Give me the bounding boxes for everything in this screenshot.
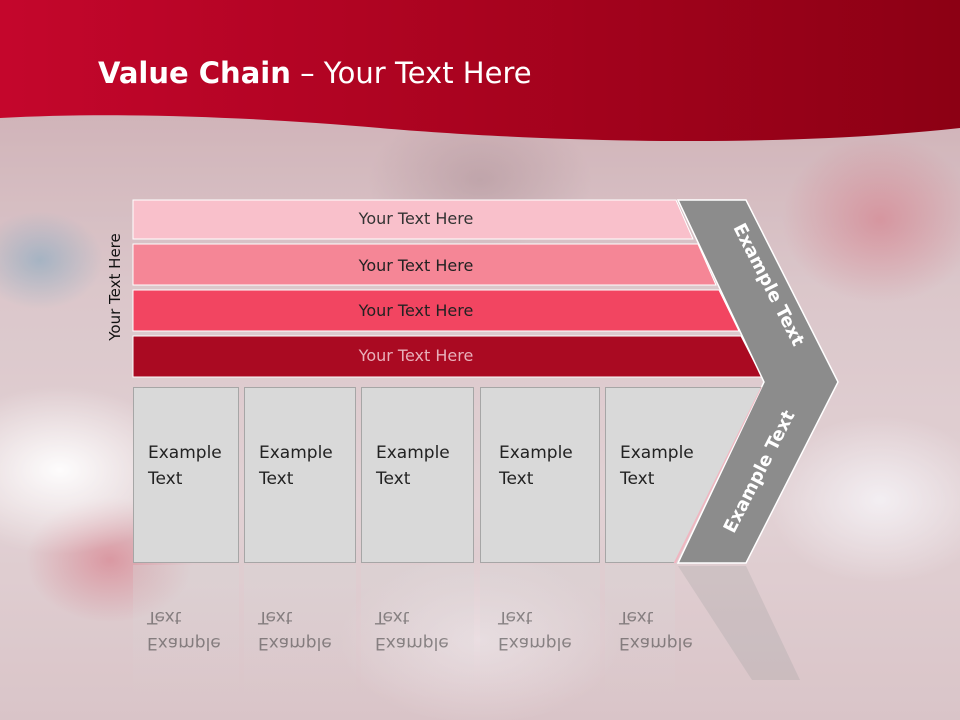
- chevron-reflection: [678, 566, 800, 680]
- bar-3-label: Your Text Here: [358, 301, 474, 320]
- box-5-line2: Text: [620, 469, 655, 489]
- box-1-reflection: [133, 565, 239, 700]
- box-2-line1: Example: [259, 443, 333, 463]
- title-rest: – Your Text Here: [290, 56, 532, 90]
- box-1-reflection-text-2: Text: [147, 607, 182, 627]
- box-5-line1: Example: [620, 443, 694, 463]
- bar-3-shape: [132, 289, 740, 332]
- box-3-line2: Text: [376, 469, 411, 489]
- box-2-line2: Text: [259, 469, 294, 489]
- bar-1-shape: [132, 199, 694, 240]
- box-1-reflection-text: Example: [147, 633, 221, 653]
- box-3-reflection-text: Example: [375, 633, 449, 653]
- box-3-reflection: [361, 565, 474, 700]
- box-1-line1: Example: [148, 443, 222, 463]
- box-5-reflection-text-2: Text: [619, 607, 654, 627]
- bar-2-label: Your Text Here: [358, 256, 474, 275]
- chevron-arrow: [676, 199, 839, 564]
- box-4-line1: Example: [499, 443, 573, 463]
- bar-1-label: Your Text Here: [358, 209, 474, 228]
- box-4-reflection-text-2: Text: [498, 607, 533, 627]
- box-2-reflection: [244, 565, 356, 700]
- title-bold: Value Chain: [98, 56, 291, 90]
- box-5-reflection-text: Example: [619, 633, 693, 653]
- box-5-reflection: [605, 565, 675, 700]
- header-band: [0, 0, 960, 142]
- box-4-line2: Text: [499, 469, 534, 489]
- box-2-reflection-text-2: Text: [258, 607, 293, 627]
- page-title: Value Chain – Your Text Here: [98, 56, 532, 90]
- box-4-reflection-text: Example: [498, 633, 572, 653]
- box-3-line1: Example: [376, 443, 450, 463]
- box-2-reflection-text: Example: [258, 633, 332, 653]
- box-1-line2: Text: [148, 469, 183, 489]
- box-3-reflection-text-2: Text: [375, 607, 410, 627]
- bar-4-label: Your Text Here: [358, 346, 474, 365]
- bar-2-shape: [132, 243, 717, 286]
- box-4-reflection: [480, 565, 600, 700]
